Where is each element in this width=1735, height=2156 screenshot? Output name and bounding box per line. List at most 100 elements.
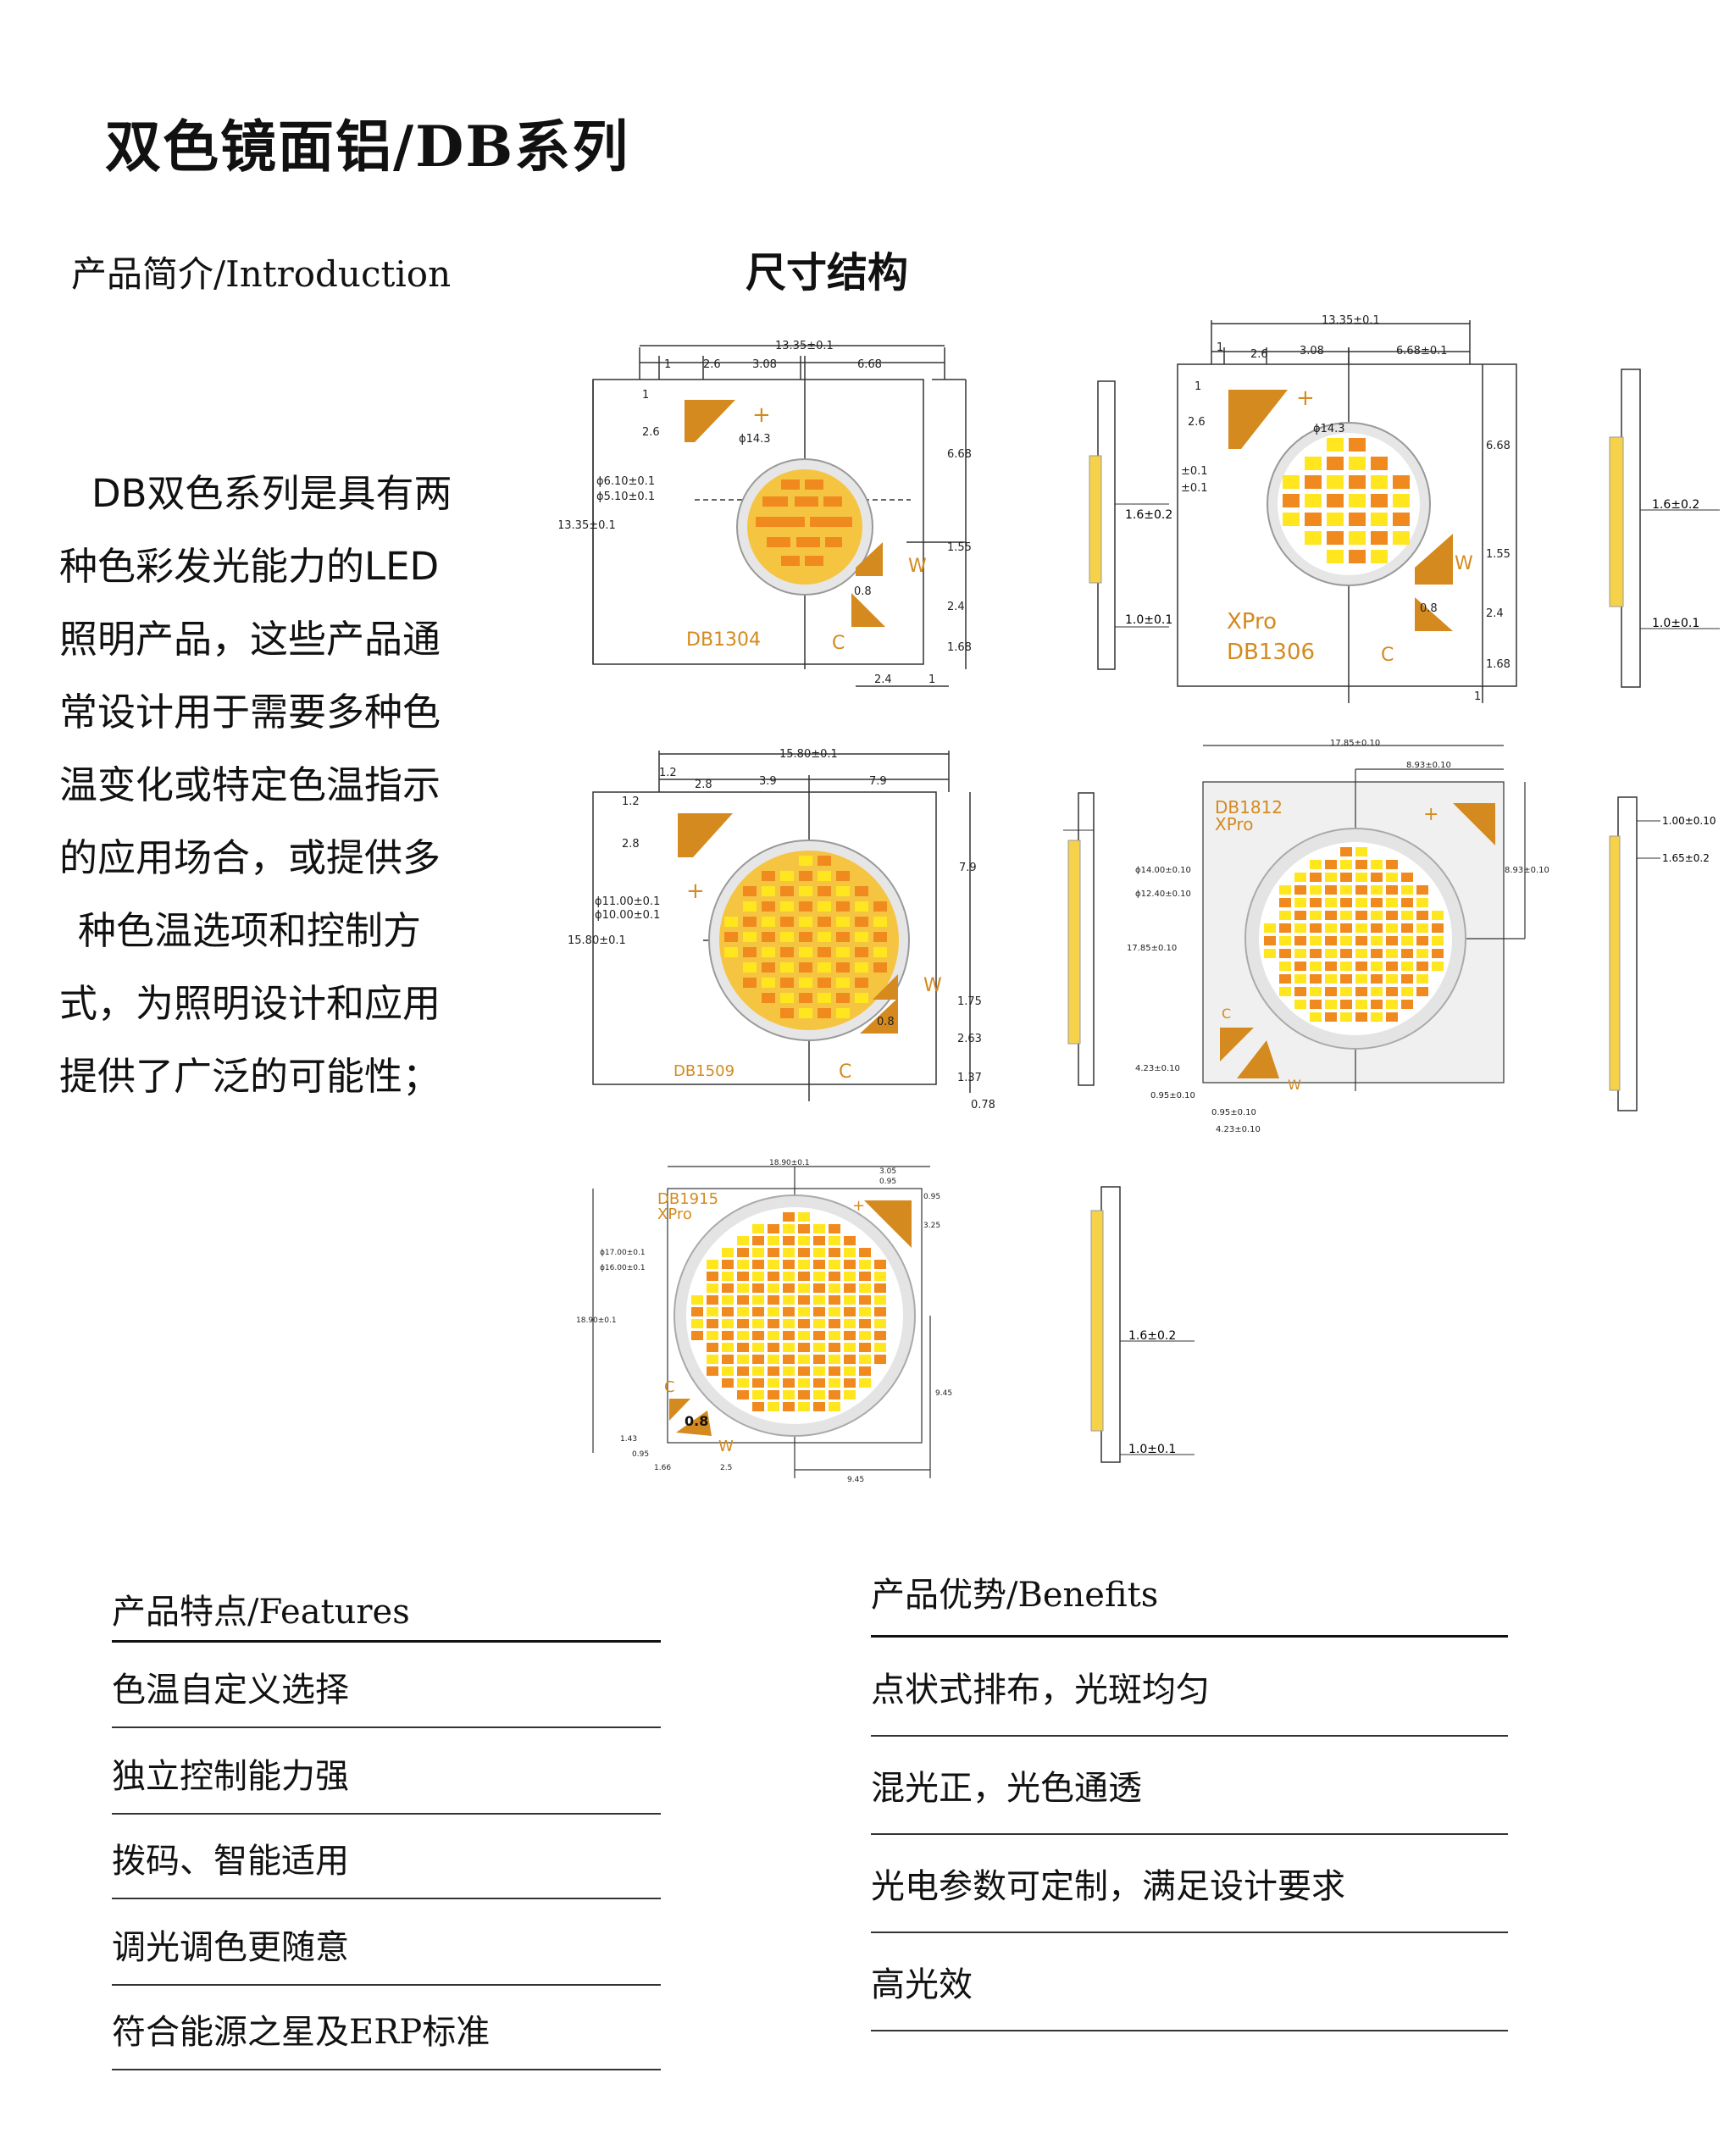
led-chip xyxy=(829,1331,840,1340)
led-chip xyxy=(1386,987,1398,996)
led-chip xyxy=(722,1260,734,1269)
led-chip xyxy=(855,917,868,927)
led-chip xyxy=(1294,911,1306,920)
led-chip xyxy=(1310,923,1322,933)
led-chip xyxy=(752,1331,764,1340)
led-chip xyxy=(1355,1012,1367,1022)
led-chip xyxy=(798,1236,810,1245)
led-chip xyxy=(1371,962,1383,971)
led-chip xyxy=(874,1343,886,1352)
led-chip xyxy=(1327,494,1344,507)
led-chip xyxy=(813,1260,825,1269)
led-chip xyxy=(1371,873,1383,882)
led-chip xyxy=(780,932,794,942)
dim-label: 1 xyxy=(1217,341,1223,354)
led-chip xyxy=(707,1331,718,1340)
led-chip xyxy=(1325,1000,1337,1009)
led-chip xyxy=(1355,1000,1367,1009)
dim-label: 0.78 xyxy=(971,1099,995,1110)
led-chip xyxy=(1371,475,1388,489)
c-label: C xyxy=(1222,1006,1231,1022)
led-chip xyxy=(783,1236,795,1245)
led-chip xyxy=(722,1355,734,1364)
led-chip xyxy=(1355,936,1367,945)
led-chip xyxy=(1386,860,1398,869)
led-chip xyxy=(798,1272,810,1281)
led-chip xyxy=(798,1283,810,1293)
led-chip xyxy=(1264,949,1276,958)
led-chip xyxy=(873,901,887,912)
led-chip xyxy=(799,901,812,912)
led-chip xyxy=(1355,949,1367,958)
led-chip xyxy=(1340,911,1352,920)
dim-label: 8.93±0.10 xyxy=(1406,761,1451,770)
led-chip xyxy=(859,1283,871,1293)
led-chip xyxy=(836,978,850,988)
led-chip xyxy=(762,871,775,881)
led-chip xyxy=(1371,860,1383,869)
divider xyxy=(112,1640,661,1643)
led-chip xyxy=(752,1378,764,1388)
dim-label: ϕ11.00±0.1 xyxy=(595,895,660,908)
led-chip xyxy=(737,1295,749,1305)
led-chip xyxy=(783,1355,795,1364)
intro-line: 式，为照明设计和应用 xyxy=(59,981,441,1026)
dim-label: 1.2 xyxy=(622,795,640,808)
led-chip xyxy=(859,1319,871,1328)
led-chip xyxy=(1294,974,1306,984)
led-chip xyxy=(844,1283,856,1293)
led-chip xyxy=(813,1236,825,1245)
dim-label: 3.08 xyxy=(1300,345,1324,357)
led-chip xyxy=(783,1343,795,1352)
db1812-side-view: 1.00±0.10 1.65±0.2 xyxy=(1609,796,1716,1111)
led-chip xyxy=(1401,936,1413,945)
led-chip xyxy=(798,1343,810,1352)
intro-line: DB双色系列是具有两 xyxy=(91,471,452,516)
dim-label: 17.85±0.10 xyxy=(1330,739,1380,748)
led-chip xyxy=(844,1331,856,1340)
led-chip xyxy=(855,932,868,942)
led-chip xyxy=(752,1319,764,1328)
c-label: C xyxy=(664,1378,675,1396)
divider xyxy=(871,1833,1508,1835)
led-chip xyxy=(844,1272,856,1281)
led-chip xyxy=(1327,531,1344,545)
led-chip xyxy=(874,1307,886,1316)
led-chip xyxy=(1325,873,1337,882)
led-chip xyxy=(1340,974,1352,984)
led-chip xyxy=(783,1390,795,1399)
led-chip xyxy=(874,1355,886,1364)
dim-label: 0.8 xyxy=(854,585,872,598)
led-chip xyxy=(836,871,850,881)
led-chip xyxy=(752,1260,764,1269)
intro-line: 种色温选项和控制方 xyxy=(78,908,422,953)
features-list: 产品特点/Features 色温自定义选择 独立控制能力强 拨码、智能适用 调光… xyxy=(112,1584,661,2092)
led-chip xyxy=(1371,974,1383,984)
dim-label: 1.37 xyxy=(957,1072,982,1084)
led-chip xyxy=(707,1307,718,1316)
led-chip xyxy=(859,1260,871,1269)
divider xyxy=(112,1898,661,1899)
led-chip xyxy=(1279,949,1291,958)
dim-label: 13.35±0.1 xyxy=(1322,314,1380,327)
led-chip xyxy=(836,947,850,957)
led-chip xyxy=(874,1331,886,1340)
dim-label: 6.68 xyxy=(857,358,882,371)
led-chip xyxy=(1401,885,1413,895)
w-label: W xyxy=(718,1438,734,1455)
led-chip xyxy=(1371,936,1383,945)
led-chip xyxy=(1349,475,1366,489)
led-chip xyxy=(737,1355,749,1364)
led-chip xyxy=(1294,885,1306,895)
dim-label: 2.4 xyxy=(1486,607,1504,620)
led-chip xyxy=(829,1343,840,1352)
led-chip xyxy=(1386,1000,1398,1009)
led-chip xyxy=(1340,898,1352,907)
led-chip xyxy=(818,886,831,896)
dim-label: 2.6 xyxy=(1250,348,1268,361)
led-chip xyxy=(1371,550,1388,563)
led-chip xyxy=(722,1331,734,1340)
dim-label: 2.6 xyxy=(703,358,721,371)
led-chip xyxy=(1393,531,1410,545)
dim-label: 2.5 xyxy=(720,1464,732,1472)
